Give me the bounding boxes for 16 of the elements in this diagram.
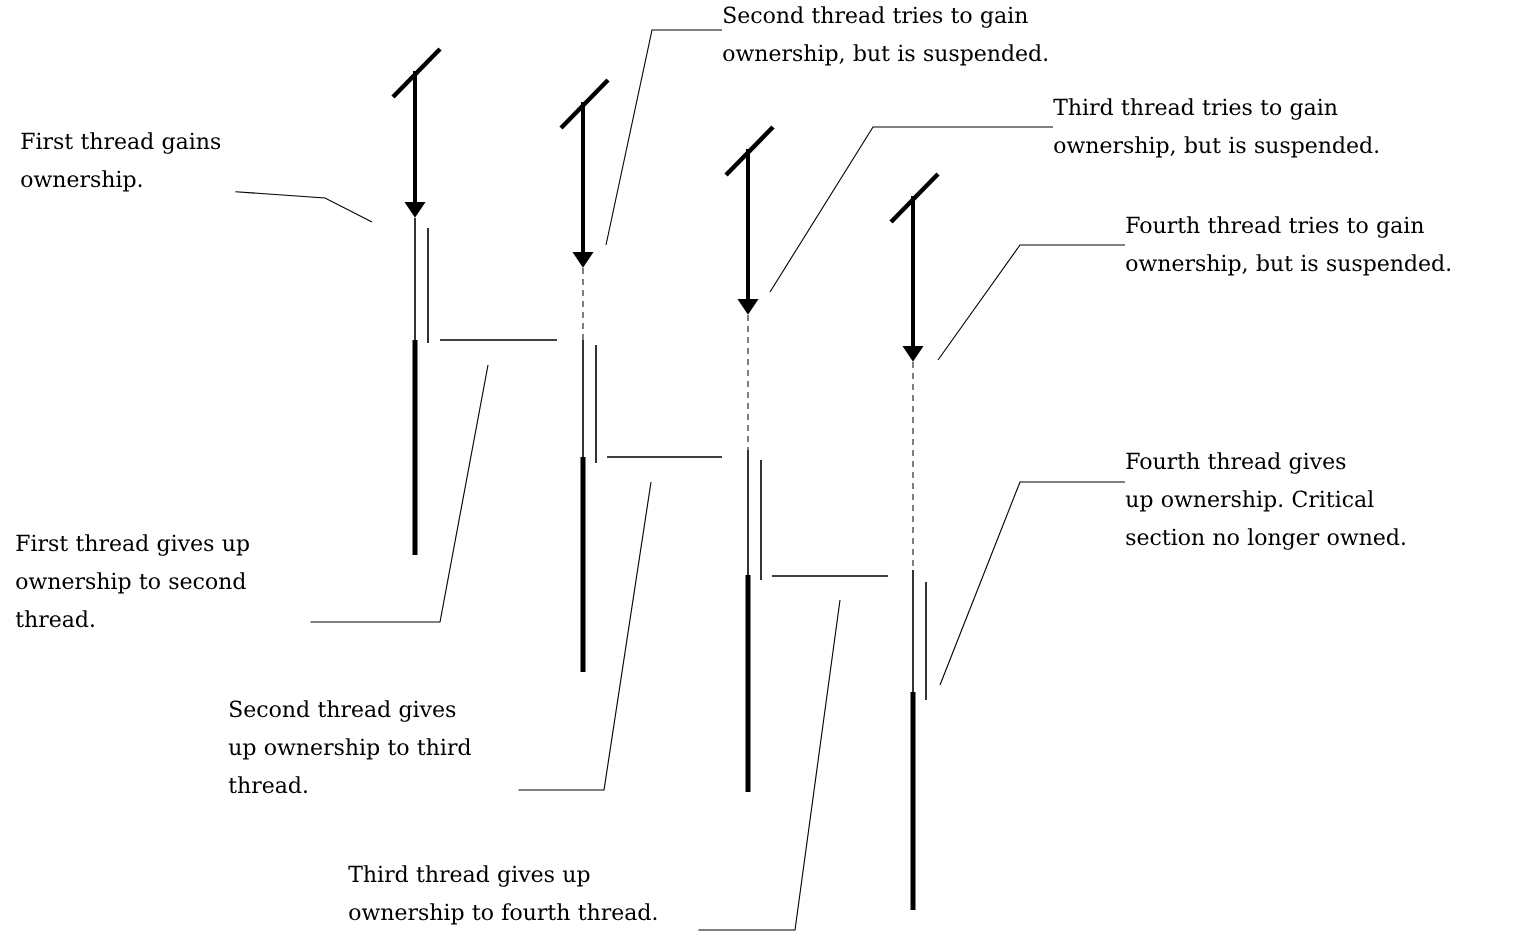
callout-text: First thread gives up ownership to second thread. [15, 534, 249, 628]
leader-line [517, 481, 652, 791]
callout-text: Second thread gives up ownership to third thread. [228, 700, 471, 794]
leader-line [605, 29, 723, 246]
callout-text: Second thread tries to gain ownership, but is suspended. [723, 6, 1048, 66]
leader-line [234, 191, 373, 223]
leader-line [697, 599, 841, 931]
callout-text: First thread gains ownership. [21, 132, 221, 192]
leader-line [937, 244, 1126, 361]
leader-line [309, 364, 489, 623]
leader-line [939, 481, 1126, 686]
callout-text: Third thread gives up ownership to fourth thread. [348, 865, 657, 925]
leader-line [769, 126, 1054, 293]
callout-text: Fourth thread gives up ownership. Critical section no longer owned. [1125, 452, 1405, 550]
callout-text: Fourth thread tries to gain ownership, but is suspended. [1126, 216, 1451, 276]
callout-text: Third thread tries to gain ownership, but is suspended. [1053, 98, 1379, 158]
